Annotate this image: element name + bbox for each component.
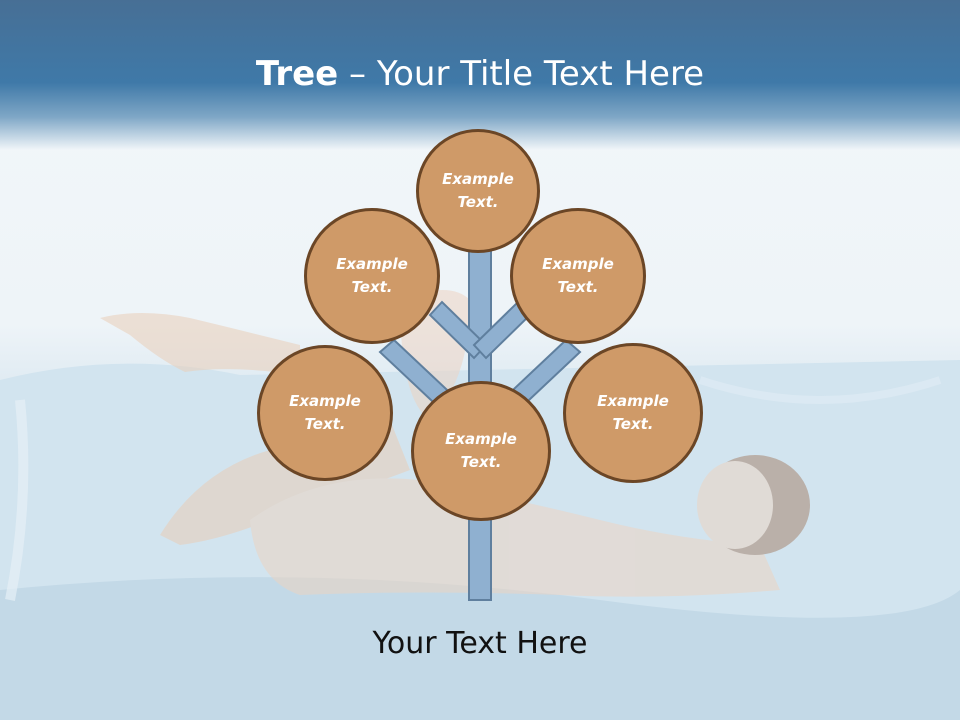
node-label: Example Text. xyxy=(445,430,517,471)
node-label: Example Text. xyxy=(336,255,408,296)
footer-text: Your Text Here xyxy=(372,626,588,661)
title-rest-text: – Your Title Text Here xyxy=(338,54,705,94)
title-bar xyxy=(0,0,960,150)
tree-node-upper-right[interactable]: Example Text. xyxy=(510,208,646,344)
tree-node-upper-left[interactable]: Example Text. xyxy=(304,208,440,344)
title-bold-text: Tree xyxy=(255,54,339,94)
tree-node-lower-left[interactable]: Example Text. xyxy=(257,345,393,481)
node-label: Example Text. xyxy=(597,392,669,433)
slide-title: Tree – Your Title Text Here xyxy=(0,52,960,96)
tree-node-center[interactable]: Example Text. xyxy=(411,381,551,521)
node-label: Example Text. xyxy=(289,392,361,433)
tree-node-top[interactable]: Example Text. xyxy=(416,129,540,253)
node-label: Example Text. xyxy=(542,255,614,296)
node-label: Example Text. xyxy=(442,170,514,211)
tree-node-lower-right[interactable]: Example Text. xyxy=(563,343,703,483)
